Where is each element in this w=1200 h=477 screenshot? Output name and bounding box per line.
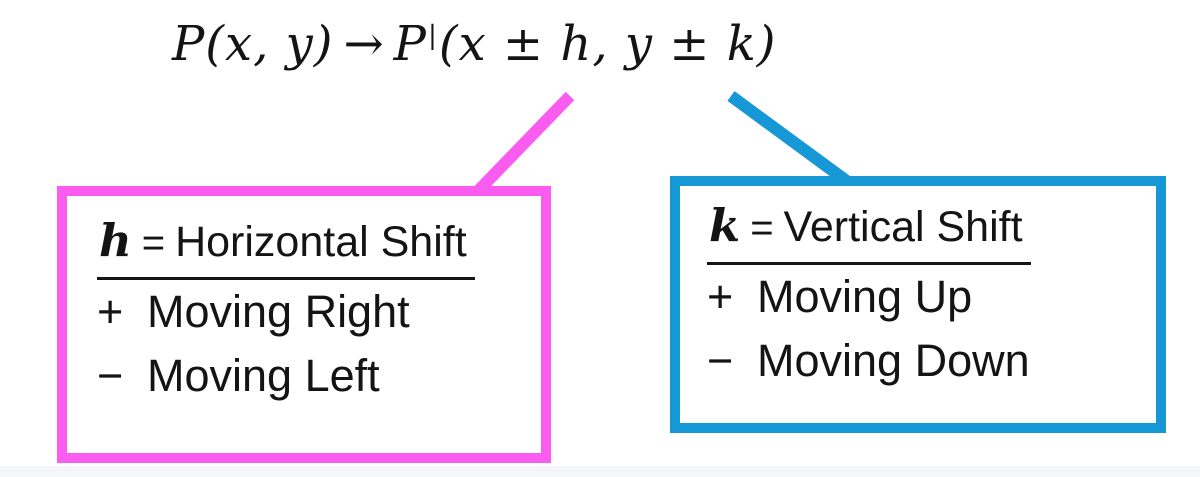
- rule-moving-left: −Moving Left: [97, 344, 541, 408]
- rule-label: Moving Right: [147, 285, 410, 337]
- formula-rhs-args: (x ± h, y ± k): [438, 16, 777, 72]
- maps-to-arrow: →: [343, 16, 384, 72]
- variable-k: k: [709, 199, 741, 252]
- horizontal-connector-line: [472, 91, 575, 197]
- rule-moving-down: −Moving Down: [707, 329, 1156, 393]
- rule-label: Moving Up: [757, 270, 973, 322]
- translation-formula: P(x, y)→P|(x ± h, y ± k): [172, 16, 777, 72]
- rule-moving-right: + Moving Right: [97, 280, 541, 344]
- formula-lhs-args: (x, y): [205, 16, 334, 72]
- rule-label: Moving Left: [147, 349, 380, 401]
- plus-sign: +: [707, 270, 734, 322]
- variable-h: h: [99, 214, 132, 267]
- vertical-connector-line: [727, 91, 852, 187]
- minus-sign: −: [97, 349, 124, 401]
- horizontal-shift-box: h=Horizontal Shift + Moving Right −Moving…: [57, 186, 551, 463]
- rule-label: Moving Down: [757, 334, 1030, 386]
- formula-lhs-point: P: [172, 16, 206, 72]
- horizontal-shift-title: h=Horizontal Shift: [97, 214, 475, 280]
- horizontal-shift-label: Horizontal Shift: [175, 218, 467, 266]
- formula-rhs-point: P: [393, 16, 427, 72]
- vertical-shift-label: Vertical Shift: [783, 203, 1023, 251]
- rule-moving-up: + Moving Up: [707, 265, 1156, 329]
- vertical-shift-title: k=Vertical Shift: [707, 199, 1031, 265]
- minus-sign: −: [707, 334, 734, 386]
- equals-sign: =: [750, 206, 774, 250]
- equals-sign: =: [141, 221, 166, 265]
- bottom-strip: [0, 466, 1200, 477]
- prime-mark: |: [427, 19, 438, 51]
- vertical-shift-box: k=Vertical Shift + Moving Up −Moving Down: [670, 176, 1166, 433]
- plus-sign: +: [97, 285, 124, 337]
